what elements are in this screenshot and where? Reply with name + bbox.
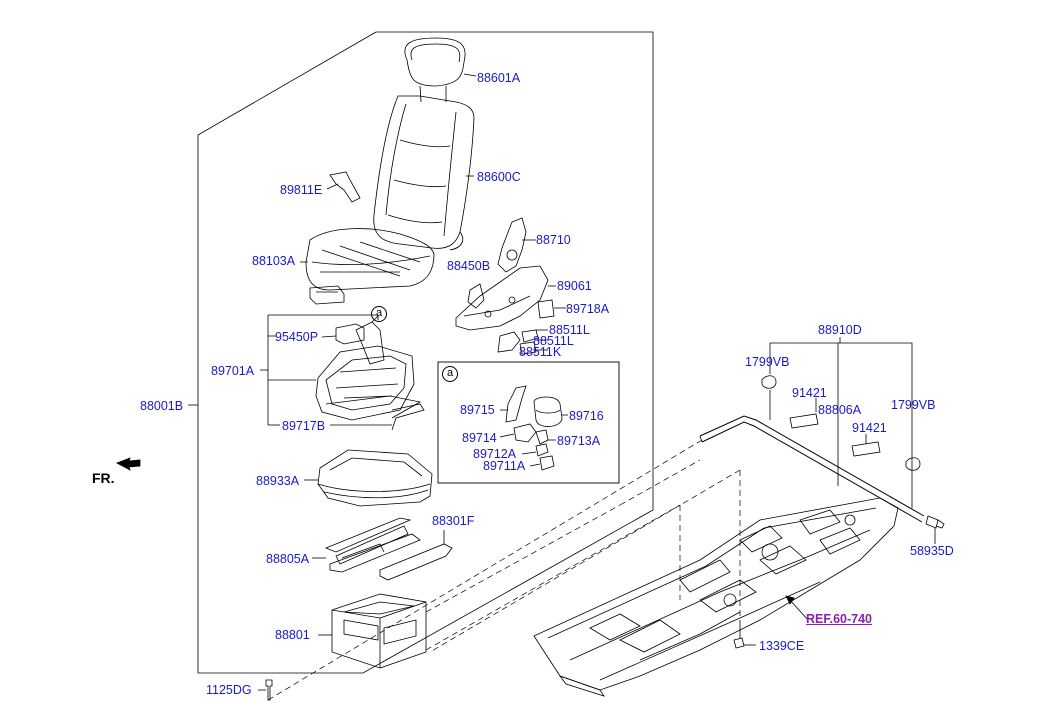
guide-lines	[267, 439, 741, 701]
riser-drawing	[318, 593, 427, 669]
part-label-88103A[interactable]: 88103A	[252, 254, 296, 268]
detail-box	[437, 361, 620, 484]
part-label-88301F[interactable]: 88301F	[432, 514, 475, 528]
part-label-88910D[interactable]: 88910D	[818, 323, 862, 337]
part-label-95450P[interactable]: 95450P	[275, 330, 319, 344]
part-label-88511L-1[interactable]: 88511L	[549, 323, 590, 337]
part-label-89701A[interactable]: 89701A	[211, 364, 255, 378]
part-label-88710[interactable]: 88710	[536, 233, 571, 247]
track-drawing	[312, 517, 453, 581]
part-label-89711A[interactable]: 89711A	[483, 459, 526, 473]
part-label-1125DG[interactable]: 1125DG	[206, 683, 252, 697]
part-label-1799VB-right[interactable]: 1799VB	[891, 398, 936, 412]
part-label-89718A[interactable]: 89718A	[566, 302, 610, 316]
part-label-88511L-2[interactable]: 88511L	[533, 334, 574, 348]
frame-drawing	[315, 315, 425, 431]
part-label-88805A[interactable]: 88805A	[266, 552, 310, 566]
part-label-89717B[interactable]: 89717B	[282, 419, 326, 433]
part-label-91421-2[interactable]: 91421	[852, 421, 887, 435]
part-label-58935D[interactable]: 58935D	[910, 544, 954, 558]
part-label-89811E[interactable]: 89811E	[280, 183, 323, 197]
part-label-91421-1[interactable]: 91421	[792, 386, 827, 400]
part-label-88450B[interactable]: 88450B	[447, 259, 491, 273]
module-drawing	[335, 323, 365, 345]
part-label-1799VB-left[interactable]: 1799VB	[745, 355, 790, 369]
reference-link[interactable]: REF.60-740	[806, 612, 873, 626]
part-label-88806A[interactable]: 88806A	[818, 403, 862, 417]
floor-panel-drawing	[533, 497, 899, 697]
part-label-1339CE[interactable]: 1339CE	[759, 639, 805, 653]
nut-drawing	[733, 637, 745, 649]
part-label-88933A[interactable]: 88933A	[256, 474, 300, 488]
part-label-88511K[interactable]: 88511K	[519, 345, 562, 359]
part-label-89715[interactable]: 89715	[460, 403, 495, 417]
headrest-drawing	[404, 37, 477, 103]
part-label-89712A[interactable]: 89712A	[473, 447, 517, 461]
detail-marker-box: a	[442, 366, 458, 382]
bolt-drawing	[265, 679, 273, 701]
part-label-88601A[interactable]: 88601A	[477, 71, 521, 85]
back-trim-drawing	[329, 171, 361, 203]
part-label-88801[interactable]: 88801	[275, 628, 310, 642]
cushion-pan-drawing	[304, 449, 433, 507]
part-label-88600C[interactable]: 88600C	[477, 170, 521, 184]
part-label-89716[interactable]: 89716	[569, 409, 604, 423]
detail-marker-main: a	[371, 306, 387, 322]
recliner-drawing	[455, 217, 566, 355]
seat-back-drawing	[373, 95, 475, 251]
fr-arrow-icon	[116, 457, 141, 471]
part-label-89713A[interactable]: 89713A	[557, 434, 601, 448]
seat-assembly-outline	[197, 31, 654, 674]
front-direction-label: FR.	[92, 470, 115, 486]
part-label-88001B[interactable]: 88001B	[140, 399, 184, 413]
part-label-89061[interactable]: 89061	[557, 279, 592, 293]
cushion-drawing	[300, 228, 435, 291]
detail-parts-drawing	[499, 385, 568, 471]
part-label-89714[interactable]: 89714	[462, 431, 497, 445]
